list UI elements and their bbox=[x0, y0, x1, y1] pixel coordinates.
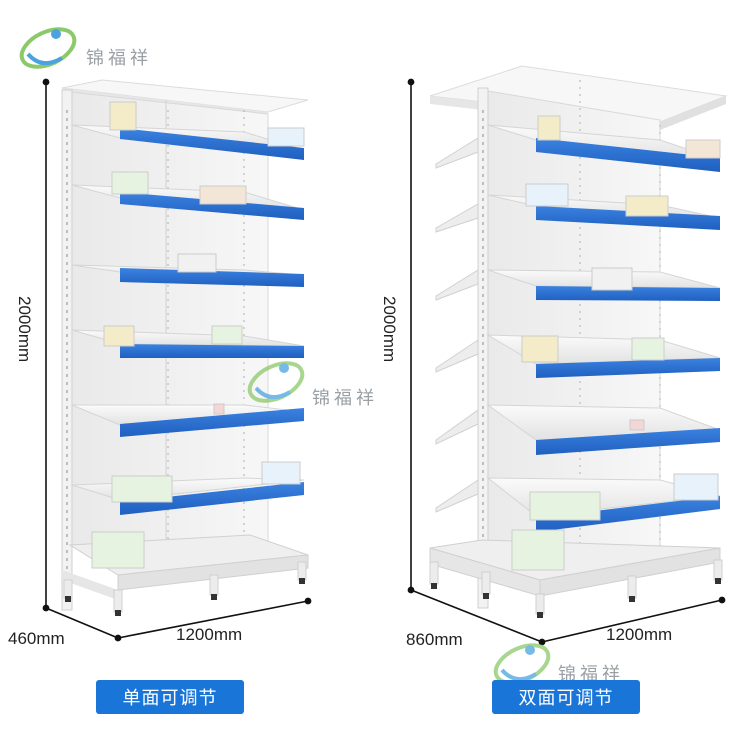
brand-logo: 锦福祥 bbox=[86, 44, 152, 70]
medicine-boxes bbox=[511, 115, 721, 571]
brand-name: 锦福祥 bbox=[86, 48, 152, 69]
left-width-label: 1200mm bbox=[176, 625, 243, 644]
left-depth-label: 460mm bbox=[8, 629, 65, 648]
brand-name: 锦福祥 bbox=[312, 388, 378, 409]
logo-icon bbox=[19, 27, 77, 69]
right-rack-caption: 双面可调节 bbox=[492, 680, 640, 714]
right-back-shelves bbox=[435, 137, 479, 513]
right-shelf-unit bbox=[429, 65, 728, 618]
left-shelf-unit bbox=[61, 79, 309, 616]
logo-icon bbox=[247, 361, 305, 403]
left-shelf-5 bbox=[71, 404, 305, 437]
right-shelf-5 bbox=[486, 404, 721, 455]
right-width-label: 1200mm bbox=[606, 625, 673, 644]
right-height-label: 2000mm bbox=[380, 296, 399, 363]
left-shelf-1 bbox=[71, 124, 305, 160]
brand-watermark: 锦福祥 bbox=[312, 384, 378, 410]
left-dimension-lines bbox=[42, 78, 312, 642]
left-rack-caption: 单面可调节 bbox=[96, 680, 244, 714]
right-depth-label: 860mm bbox=[406, 630, 463, 649]
medicine-boxes bbox=[91, 101, 305, 569]
left-height-label: 2000mm bbox=[15, 296, 34, 363]
right-dimension-lines bbox=[407, 78, 726, 646]
brand-name: 锦福祥 bbox=[558, 664, 624, 685]
brand-watermark: 锦福祥 bbox=[558, 660, 624, 686]
logo-icon bbox=[493, 643, 551, 685]
